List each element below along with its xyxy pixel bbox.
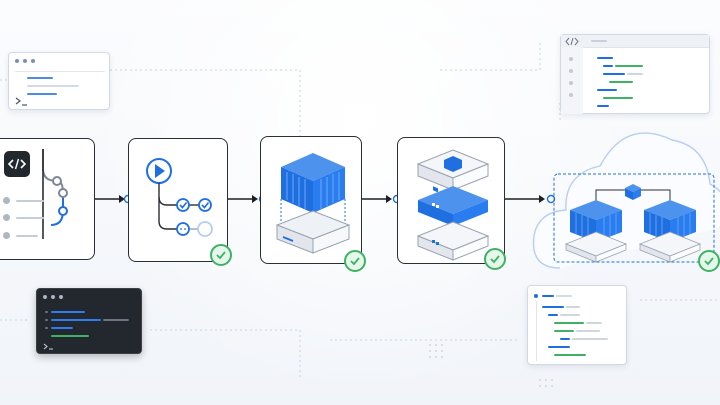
cloud-icon bbox=[532, 132, 720, 269]
window-dot bbox=[15, 59, 19, 63]
gutter-dot bbox=[569, 93, 573, 97]
stage-registry-stack bbox=[397, 137, 505, 264]
list-bullet bbox=[3, 214, 10, 221]
code-line bbox=[15, 71, 105, 72]
code-line bbox=[560, 314, 580, 316]
stage-source-code bbox=[0, 138, 95, 260]
list-bullet bbox=[3, 232, 10, 239]
container-icon bbox=[275, 153, 351, 254]
window-dot bbox=[51, 295, 55, 299]
window-dot bbox=[43, 295, 47, 299]
prompt-icon bbox=[15, 97, 27, 106]
success-check-icon bbox=[344, 250, 366, 272]
play-icon bbox=[155, 164, 165, 178]
code-line bbox=[560, 338, 570, 340]
cluster-node-right bbox=[638, 200, 702, 263]
cluster-node-left bbox=[564, 200, 628, 263]
code-line bbox=[603, 65, 613, 67]
code-line bbox=[548, 346, 570, 348]
code-line bbox=[603, 97, 633, 99]
code-line bbox=[556, 295, 572, 297]
code-line bbox=[542, 306, 564, 308]
code-line bbox=[597, 57, 613, 59]
code-editor-panel bbox=[560, 34, 710, 114]
code-line bbox=[45, 319, 48, 321]
code-line bbox=[542, 295, 554, 297]
tree-guide bbox=[536, 301, 537, 361]
success-check-icon bbox=[484, 248, 506, 270]
list-bullet bbox=[3, 197, 10, 204]
code-line bbox=[609, 81, 633, 83]
code-line bbox=[627, 73, 643, 75]
list-line bbox=[16, 217, 44, 219]
code-line bbox=[554, 330, 574, 332]
code-line bbox=[51, 311, 85, 313]
window-dot bbox=[534, 294, 538, 298]
window-dot bbox=[23, 59, 27, 63]
code-icon bbox=[4, 151, 30, 177]
code-line bbox=[27, 77, 53, 79]
code-line bbox=[597, 105, 609, 107]
gutter-dot bbox=[569, 57, 573, 61]
code-line bbox=[554, 322, 584, 324]
window-dot bbox=[31, 59, 35, 63]
editor-header bbox=[561, 35, 709, 48]
code-tree-panel bbox=[527, 285, 627, 365]
code-line bbox=[615, 65, 643, 67]
code-line bbox=[572, 338, 608, 340]
server-stack-icon bbox=[416, 149, 490, 261]
code-line bbox=[103, 319, 129, 321]
flow-arrow bbox=[505, 194, 556, 204]
code-line bbox=[45, 327, 48, 329]
success-check-icon bbox=[210, 244, 232, 266]
success-check-icon bbox=[698, 250, 720, 272]
stage-container-image bbox=[260, 136, 362, 264]
code-line bbox=[548, 314, 558, 316]
code-line bbox=[51, 335, 89, 337]
stage-build-pipeline bbox=[128, 138, 228, 262]
code-line bbox=[27, 85, 79, 87]
code-line bbox=[51, 327, 73, 329]
terminal-panel-light bbox=[8, 52, 110, 110]
code-line bbox=[603, 73, 625, 75]
code-line bbox=[51, 319, 101, 321]
editor-gutter bbox=[561, 47, 583, 114]
terminal-panel-dark bbox=[36, 288, 142, 354]
code-line bbox=[45, 311, 48, 313]
code-line bbox=[597, 89, 617, 91]
gutter-dot bbox=[569, 81, 573, 85]
code-line bbox=[576, 330, 600, 332]
code-line bbox=[27, 93, 57, 95]
gutter-dot bbox=[569, 69, 573, 73]
list-line bbox=[16, 200, 44, 202]
editor-tab bbox=[591, 40, 607, 42]
code-icon bbox=[565, 37, 579, 46]
flow-arrow bbox=[362, 194, 402, 204]
prompt-icon bbox=[43, 343, 53, 350]
window-dot bbox=[59, 295, 63, 299]
list-line bbox=[16, 235, 38, 237]
code-line bbox=[554, 354, 586, 356]
pipeline-graph bbox=[146, 158, 213, 237]
cloud-cluster-boundary bbox=[553, 173, 715, 263]
code-line bbox=[566, 306, 580, 308]
git-branch-graph bbox=[42, 149, 68, 239]
code-line bbox=[586, 322, 602, 324]
